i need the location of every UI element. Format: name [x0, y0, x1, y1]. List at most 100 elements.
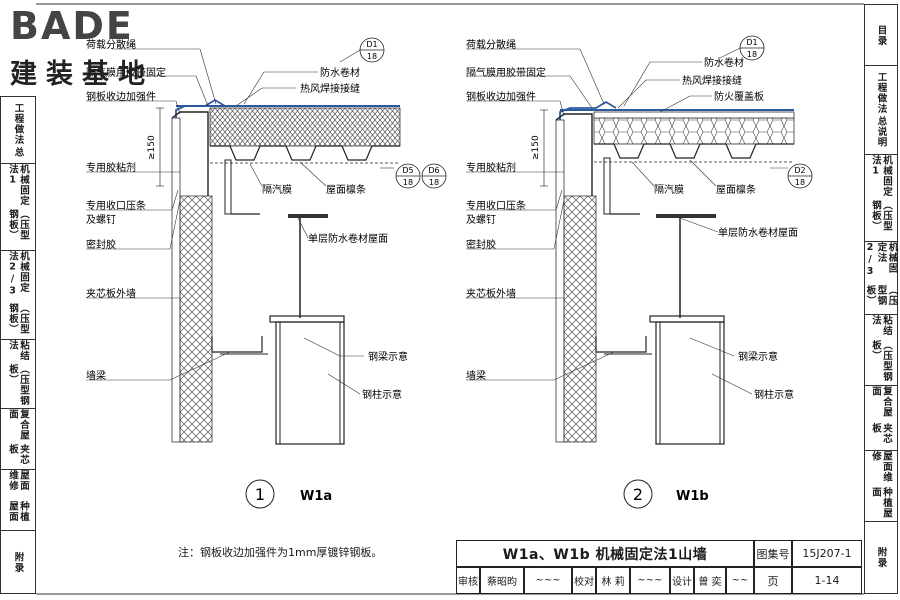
- svg-text:18: 18: [367, 52, 377, 61]
- check-label: 校对: [572, 567, 596, 594]
- label-vapor-barrier-2: 隔汽膜: [654, 183, 684, 196]
- sandwich-wall-panel-2: [563, 195, 597, 443]
- insulation-layer-2: [593, 117, 795, 145]
- page-label: 页: [754, 567, 792, 594]
- label-fire-board: 防火覆盖板: [714, 90, 764, 103]
- right-tab-sandwich[interactable]: 复合屋面 夹芯板: [865, 386, 897, 451]
- atlas-number: 15J207-1: [792, 540, 862, 567]
- label-edge-stiffener: 钢板收边加强件: [86, 90, 156, 103]
- fire-board: [593, 111, 795, 119]
- left-tab-adhesive[interactable]: 粘结法 （压型钢板）: [1, 340, 35, 409]
- diagram-1: ≥150: [86, 37, 447, 509]
- label-single-ply-roof-2: 单层防水卷材屋面: [718, 226, 798, 239]
- left-tab-method23[interactable]: 机械固定法2/3 （压型钢板）: [1, 251, 35, 340]
- left-tab-repair[interactable]: 屋面维修 种植屋面: [1, 470, 35, 531]
- label-purlin-2: 屋面檩条: [716, 183, 756, 196]
- svg-text:D2: D2: [794, 166, 805, 175]
- title-block: W1a、W1b 机械固定法1山墙 图集号 15J207-1 审核 蔡昭昀 ~~~…: [456, 540, 862, 594]
- label-purlin: 屋面檩条: [326, 183, 366, 196]
- label-membrane-2: 防水卷材: [704, 56, 744, 69]
- detail-code-w1b: W1b: [676, 489, 709, 504]
- ref-bubble-d6[interactable]: D6 18: [421, 163, 447, 189]
- svg-text:D1: D1: [746, 38, 757, 47]
- detail-code-w1a: W1a: [300, 489, 332, 504]
- right-tab-adhesive[interactable]: 粘结法 （压型钢板）: [865, 315, 897, 386]
- label-vapor-tape: 隔气膜用胶带固定: [86, 66, 166, 79]
- profiled-deck: [210, 145, 400, 161]
- label-sandwich-wall-2: 夹芯板外墙: [466, 287, 516, 300]
- drawing-note: 注：钢板收边加强件为1mm厚镀锌钢板。: [178, 546, 383, 559]
- reviewer-name: 蔡昭昀: [480, 567, 524, 594]
- left-tab-strip: 工程做法 总 机械固定法1 （压型钢板） 机械固定法2/3 （压型钢板） 粘结法…: [0, 96, 36, 594]
- profiled-deck-2: [594, 143, 794, 159]
- svg-text:18: 18: [747, 50, 757, 59]
- label-edge-stiffener-2: 钢板收边加强件: [466, 90, 536, 103]
- svg-text:18: 18: [429, 178, 439, 187]
- review-label: 审核: [456, 567, 480, 594]
- label-adhesive-2: 专用胶粘剂: [466, 161, 516, 174]
- ref-bubble-d2-b[interactable]: D2 18: [787, 163, 813, 189]
- right-tab-toc[interactable]: 目录: [865, 5, 897, 66]
- label-single-ply-roof: 单层防水卷材屋面: [308, 232, 388, 245]
- svg-text:D1: D1: [366, 40, 377, 49]
- checker-signature: ~~~: [630, 567, 670, 594]
- label-sealant: 密封胶: [86, 238, 116, 251]
- label-closure-strip-b2: 及螺钉: [466, 214, 496, 226]
- svg-text:1: 1: [255, 485, 265, 504]
- label-vapor-tape-2: 隔气膜用胶带固定: [466, 66, 546, 79]
- label-steel-column: 钢柱示意: [362, 388, 402, 401]
- dim-150-2: ≥150: [531, 135, 541, 160]
- svg-text:D6: D6: [428, 166, 439, 175]
- right-tab-strip: 目录 工程做法 总说明 机械固定法1 （压型钢板） 机械固定法2/3 （压型钢板…: [864, 4, 898, 594]
- right-tab-appendix[interactable]: 附录: [875, 547, 887, 568]
- right-tab-method23[interactable]: 机械固定法2/3 （压型钢板）: [865, 242, 898, 315]
- label-steel-column-2: 钢柱示意: [754, 388, 794, 401]
- label-hot-air-weld-2: 热风焊接接缝: [682, 74, 742, 87]
- label-hot-air-weld: 热风焊接接缝: [300, 82, 360, 95]
- svg-text:2: 2: [633, 485, 643, 504]
- ref-bubble-d5[interactable]: D5 18: [395, 163, 421, 189]
- left-tab-sandwich[interactable]: 复合屋面 夹芯板: [1, 409, 35, 470]
- left-tab-appendix[interactable]: 附录: [12, 551, 24, 573]
- designer-signature: ~~: [726, 567, 754, 594]
- label-closure-strip: 专用收口压条: [86, 199, 146, 212]
- atlas-label: 图集号: [754, 540, 792, 567]
- diagram-2: ≥150: [466, 35, 813, 509]
- label-wall-beam: 墙梁: [86, 369, 106, 382]
- checker-name: 林 莉: [596, 567, 630, 594]
- label-wall-beam-2: 墙梁: [466, 369, 486, 382]
- label-sealant-2: 密封胶: [466, 238, 496, 251]
- label-load-rope: 荷载分散绳: [86, 38, 136, 51]
- label-membrane: 防水卷材: [320, 66, 360, 79]
- page-number: 1-14: [792, 567, 862, 594]
- label-steel-beam-2: 钢梁示意: [738, 350, 778, 363]
- drawing-title: W1a、W1b 机械固定法1山墙: [456, 540, 754, 567]
- svg-text:D5: D5: [402, 166, 413, 175]
- label-adhesive: 专用胶粘剂: [86, 161, 136, 174]
- label-vapor-barrier: 隔汽膜: [262, 183, 292, 196]
- label-closure-strip-2: 及螺钉: [86, 214, 116, 226]
- detail-number-1: [245, 479, 275, 509]
- label-sandwich-wall: 夹芯板外墙: [86, 287, 136, 300]
- sandwich-wall-panel: [179, 195, 213, 443]
- svg-text:18: 18: [403, 178, 413, 187]
- designer-name: 曾 奕: [694, 567, 726, 594]
- ref-bubble-d1-b[interactable]: D1 18: [719, 35, 765, 61]
- right-tab-general[interactable]: 工程做法 总说明: [865, 66, 897, 155]
- label-steel-beam: 钢梁示意: [368, 350, 408, 363]
- right-tab-repair[interactable]: 屋面维修 种植屋面: [865, 451, 897, 522]
- insulation-layer: [209, 107, 401, 147]
- logo-subtitle: 建装基地: [10, 59, 154, 90]
- ref-bubble-d1[interactable]: D1 18: [339, 37, 385, 63]
- left-tab-method1[interactable]: 机械固定法1 （压型钢板）: [1, 164, 35, 251]
- design-label: 设计: [670, 567, 694, 594]
- logo-brand: BADE: [10, 4, 134, 48]
- right-tab-method1[interactable]: 机械固定法1 （压型钢板）: [865, 155, 897, 242]
- dim-150: ≥150: [147, 135, 157, 160]
- bade-logo: BADE 建装基地: [8, 4, 178, 90]
- left-tab-general[interactable]: 工程做法 总: [1, 97, 35, 164]
- label-closure-strip-b: 专用收口压条: [466, 199, 526, 212]
- svg-text:18: 18: [795, 178, 805, 187]
